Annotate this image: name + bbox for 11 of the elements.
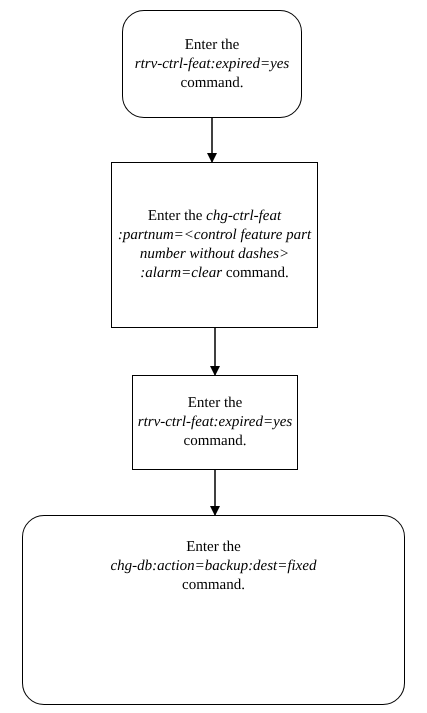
arrow (210, 470, 220, 516)
process-box (132, 375, 298, 470)
step-text: Enter the rtrv-ctrl-feat:expired=yes command. (136, 394, 294, 451)
terminal-box (22, 515, 405, 705)
process-box (111, 162, 318, 328)
arrow (210, 328, 220, 376)
step-text: Enter the chg-ctrl-feat :partnum=<control feature part number without dashes> :alarm=clear command. (116, 207, 312, 283)
step-text: Enter the rtrv-ctrl-feat:expired=yes command. (134, 36, 290, 92)
arrow (207, 118, 217, 163)
terminal-box (122, 10, 302, 118)
step-text: Enter the chg-db:action=backup:dest=fixed command. (109, 538, 318, 595)
